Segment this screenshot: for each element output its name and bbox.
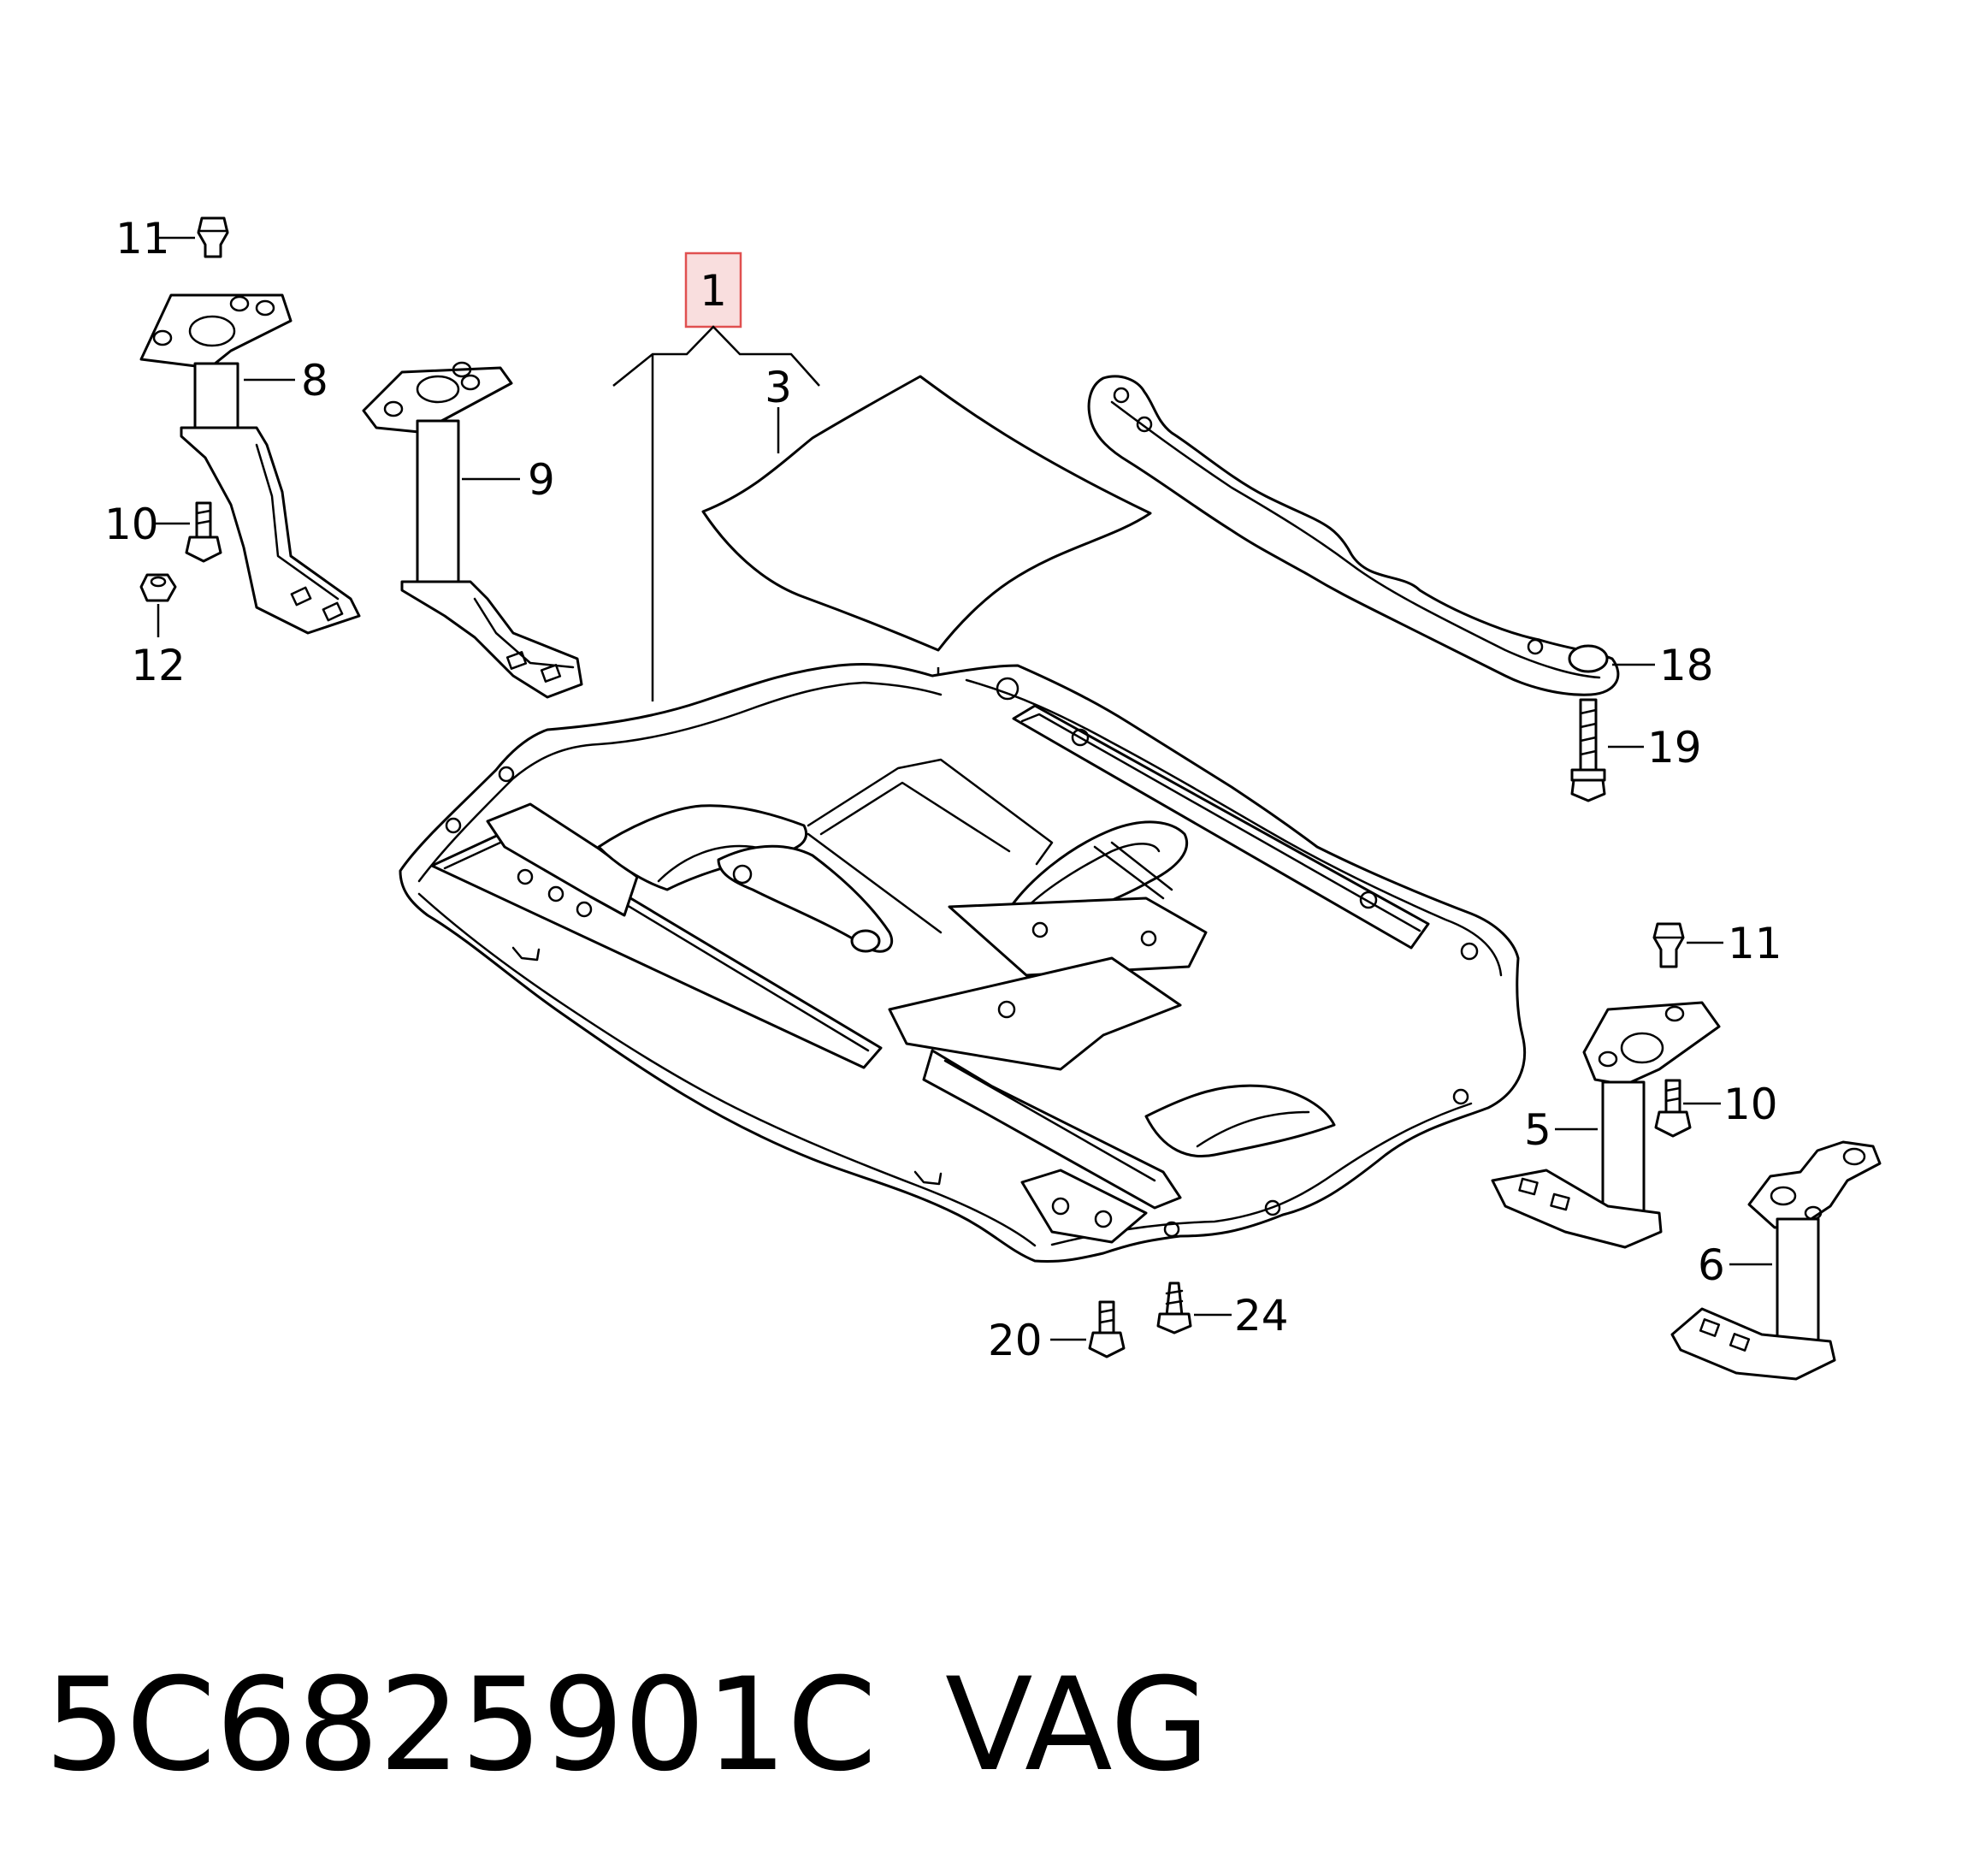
bracket-part-9: 9 (362, 361, 583, 699)
callout-12[interactable]: 12 (131, 641, 186, 690)
callout-9[interactable]: 9 (528, 455, 555, 505)
callout-1-bracket (612, 325, 820, 701)
callout-5[interactable]: 5 (1524, 1105, 1551, 1155)
bracket-part-8: 8 (139, 293, 361, 635)
callout-10-left[interactable]: 10 (104, 500, 159, 549)
callout-10-right[interactable]: 10 (1723, 1080, 1778, 1129)
callout-3[interactable]: 3 (765, 363, 792, 412)
callout-24[interactable]: 24 (1234, 1291, 1289, 1340)
callout-20[interactable]: 20 (988, 1316, 1043, 1365)
bracket-part-5: 5 (1491, 1001, 1721, 1249)
nut-part-12: 12 (131, 573, 186, 690)
part-number: 5C6825901C (44, 1651, 877, 1800)
callout-19[interactable]: 19 (1647, 723, 1702, 772)
callout-18[interactable]: 18 (1659, 641, 1714, 690)
insulation-mat-part-3: 3 (701, 363, 1152, 652)
bolt-part-19: 19 (1570, 698, 1702, 802)
callout-1-highlight[interactable] (684, 252, 742, 328)
underbody-shield (399, 663, 1527, 1263)
callout-8[interactable]: 8 (301, 356, 328, 405)
clip-nut-part-11-right: 11 (1652, 919, 1782, 968)
callout-6[interactable]: 6 (1698, 1240, 1725, 1290)
bolt-part-20: 20 (988, 1300, 1126, 1365)
brand-label: VAG (945, 1651, 1209, 1800)
screw-part-24: 24 (1156, 1281, 1289, 1340)
cross-member-part-18: 18 (1087, 375, 1714, 696)
callout-1[interactable]: 1 (700, 266, 727, 316)
bolt-part-10-right: 10 (1654, 1079, 1778, 1138)
callout-11-right[interactable]: 11 (1728, 919, 1782, 968)
clip-nut-part-11-left: 11 (115, 214, 229, 263)
bolt-part-10-left: 10 (104, 500, 222, 563)
callout-11-left[interactable]: 11 (115, 214, 170, 263)
bracket-part-6: 6 (1670, 1140, 1882, 1381)
